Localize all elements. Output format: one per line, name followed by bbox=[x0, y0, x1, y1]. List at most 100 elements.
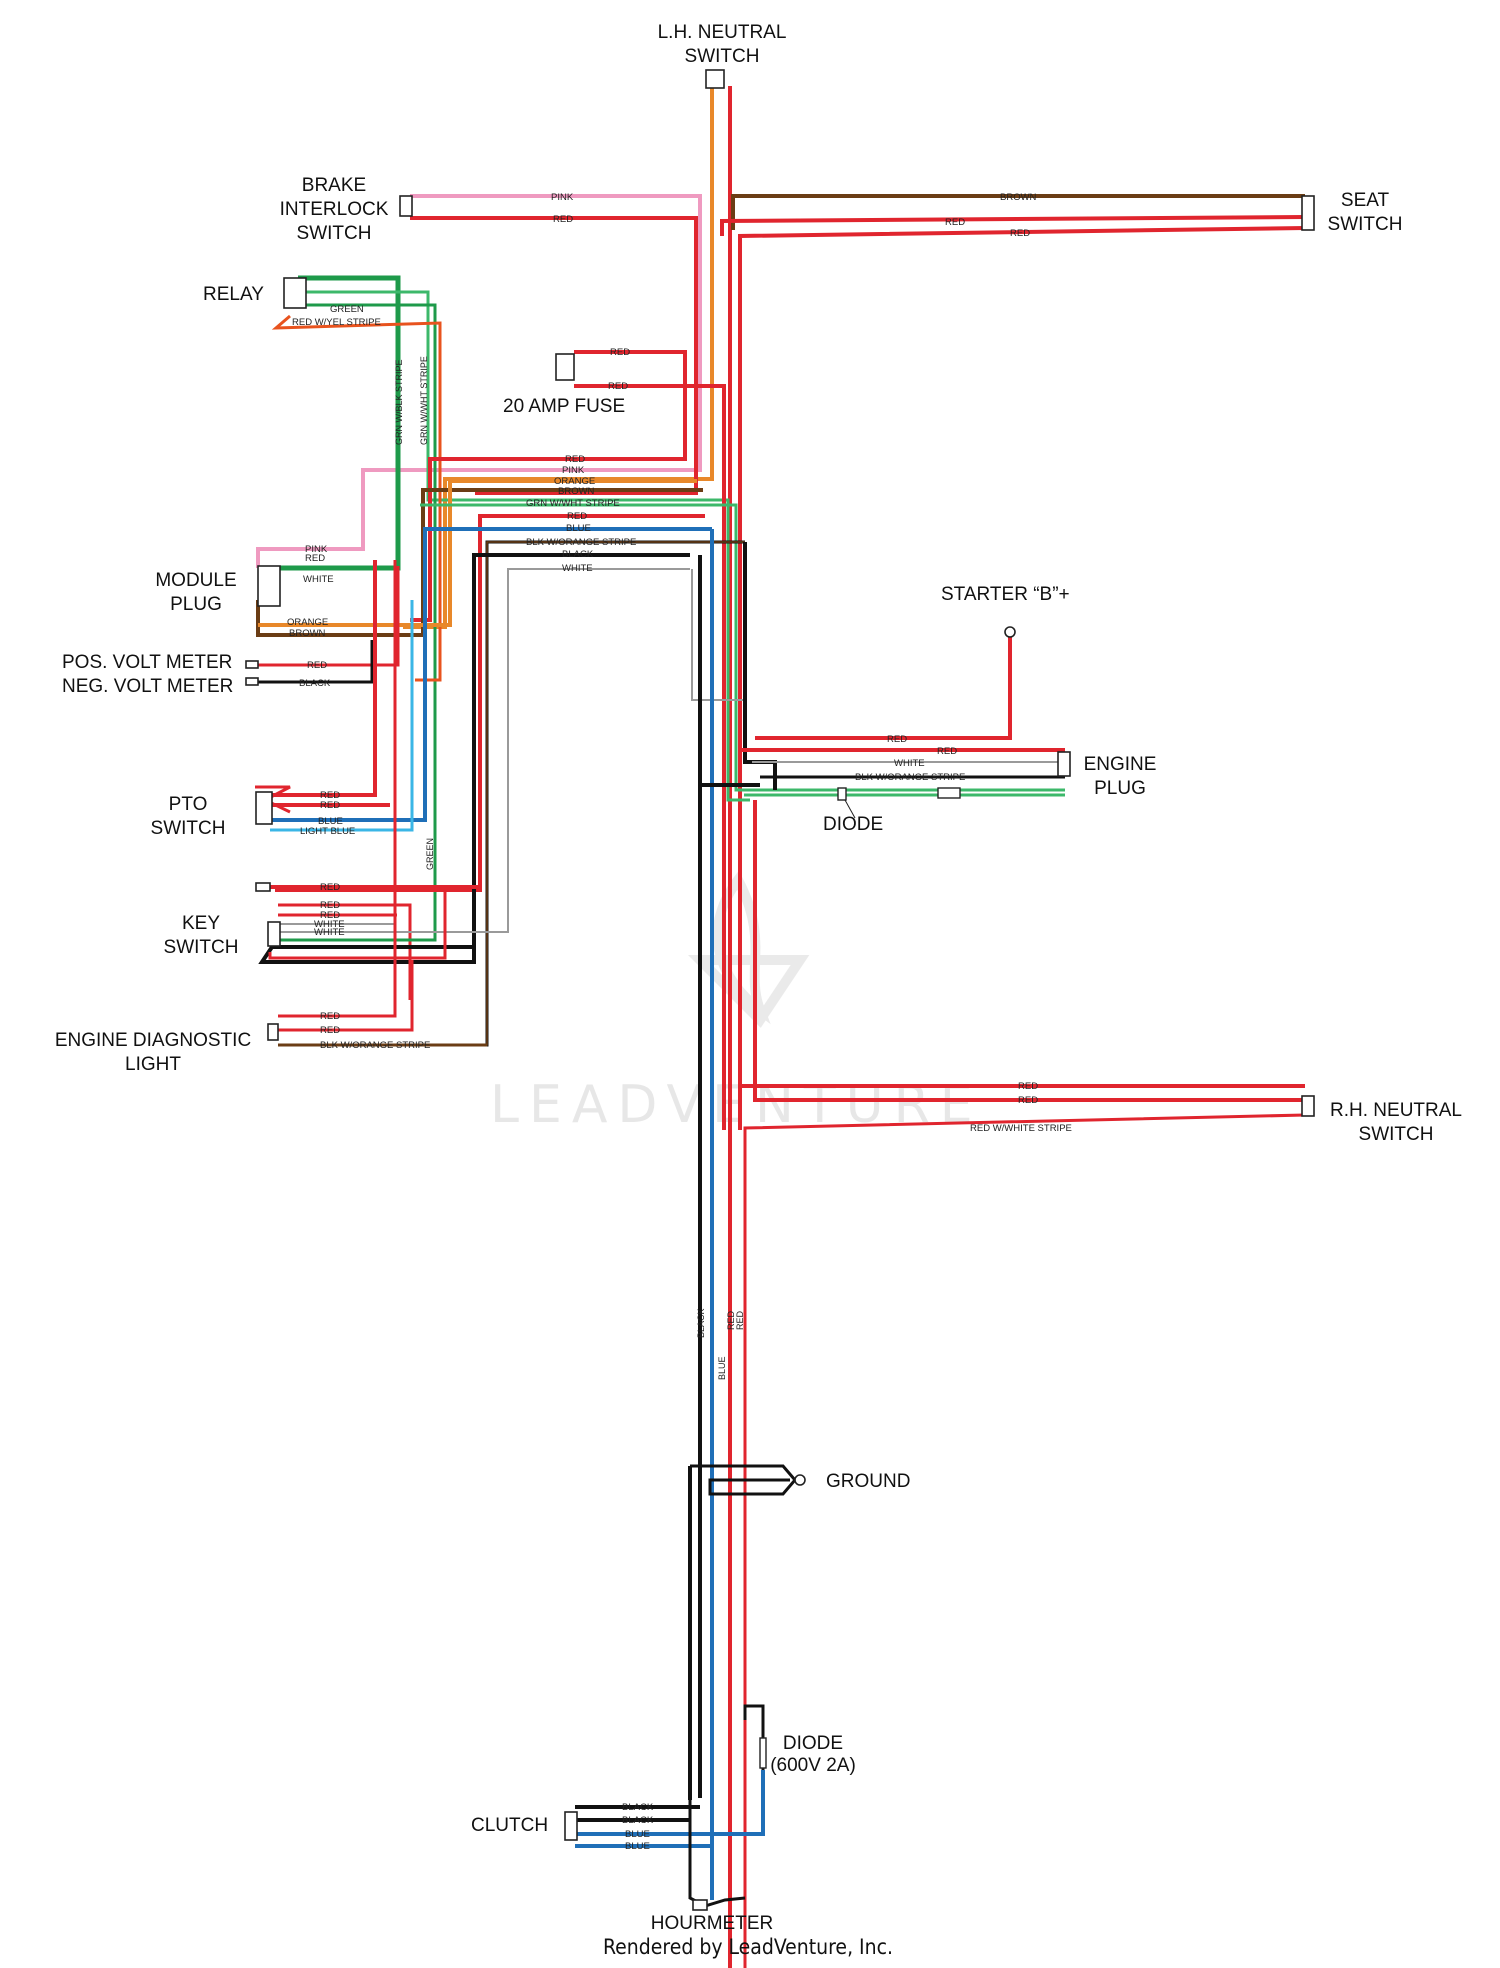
hourmeter-connector bbox=[692, 1899, 708, 1911]
label-pos-volt-red: RED bbox=[307, 660, 327, 671]
wire-hourmeter-loop bbox=[688, 1800, 746, 1908]
component-labels: L.H. NEUTRAL SWITCH BRAKE INTERLOCK SWIT… bbox=[55, 22, 1462, 1934]
label-trunk-red-2: RED bbox=[735, 1310, 745, 1330]
relay-label: RELAY bbox=[203, 284, 264, 305]
label-engine-red: RED bbox=[937, 746, 957, 757]
wire-blue-harness bbox=[275, 527, 712, 822]
clutch-label: CLUTCH bbox=[471, 1815, 548, 1836]
wire-engine-red-starter bbox=[755, 637, 1012, 740]
fuse-connector bbox=[555, 353, 575, 381]
wire-relay-grn-wht bbox=[298, 290, 750, 802]
seat-switch-label-1: SEAT bbox=[1341, 190, 1390, 211]
key-switch-label-2: SWITCH bbox=[164, 937, 239, 958]
neg-volt-meter-label: NEG. VOLT METER bbox=[62, 676, 233, 697]
label-engine-white: WHITE bbox=[894, 758, 925, 769]
lh-neutral-switch-connector bbox=[705, 69, 725, 89]
fuse-label: 20 AMP FUSE bbox=[503, 396, 625, 417]
brake-interlock-connector bbox=[399, 195, 413, 217]
label-clutch-black-1: BLACK bbox=[622, 1802, 654, 1813]
module-plug-label-1: MODULE bbox=[155, 570, 236, 591]
label-clutch-blue-1: BLUE bbox=[625, 1829, 650, 1840]
label-harness-red: RED bbox=[565, 454, 585, 465]
brake-interlock-label-3: SWITCH bbox=[297, 223, 372, 244]
label-harness-black: BLACK bbox=[562, 549, 594, 560]
wire-clutch-blue-1 bbox=[575, 1770, 765, 1836]
label-module-brown: BROWN bbox=[289, 628, 326, 639]
label-harness-blue: BLUE bbox=[566, 523, 591, 534]
wire-red-harness bbox=[275, 514, 705, 892]
pto-switch-label-1: PTO bbox=[169, 794, 208, 815]
label-brake-red: RED bbox=[553, 214, 573, 225]
module-plug-connector bbox=[257, 565, 281, 607]
relay-connector bbox=[283, 277, 307, 309]
pto-switch-label-2: SWITCH bbox=[151, 818, 226, 839]
seat-switch-label-2: SWITCH bbox=[1328, 214, 1403, 235]
diag-light-label-1: ENGINE DIAGNOSTIC bbox=[55, 1030, 251, 1051]
label-brake-pink: PINK bbox=[551, 192, 574, 203]
label-trunk-black: BLACK bbox=[696, 1308, 706, 1338]
clutch-diode-icon bbox=[759, 1737, 767, 1769]
watermark: LEADVENTURE bbox=[490, 870, 973, 1135]
label-fuse-red-1: RED bbox=[610, 347, 630, 358]
lh-neutral-switch-label-2: SWITCH bbox=[685, 46, 760, 67]
wire-pto-light-blue bbox=[270, 600, 414, 832]
wire-black-harness bbox=[275, 553, 690, 964]
wire-seat-brown bbox=[731, 194, 1305, 230]
wire-fuse-red-2 bbox=[574, 384, 726, 1130]
label-harness-blk-orange: BLK W/ORANGE STRIPE bbox=[526, 537, 636, 548]
wire-key-red-bottom bbox=[268, 890, 447, 960]
wire-pto-red-loop bbox=[255, 785, 291, 814]
pto-switch-connector bbox=[255, 791, 273, 825]
label-green-vertical: GREEN bbox=[425, 838, 435, 870]
label-pto-light-blue: LIGHT BLUE bbox=[300, 826, 355, 837]
wire-grn-wht-harness bbox=[420, 503, 1065, 792]
key-switch-connector bbox=[267, 921, 281, 947]
wire-diag-red-1 bbox=[278, 560, 397, 1018]
label-diag-blk-orange: BLK W/ORANGE STRIPE bbox=[320, 1040, 430, 1051]
wire-key-black bbox=[258, 945, 472, 964]
connectors bbox=[245, 69, 1315, 1911]
key-switch-single-terminal bbox=[255, 882, 271, 892]
label-harness-white: WHITE bbox=[562, 563, 593, 574]
wire-pos-volt-red bbox=[258, 566, 400, 667]
label-harness-grn-wht: GRN W/WHT STRIPE bbox=[526, 498, 620, 509]
pos-volt-meter-terminal bbox=[245, 660, 259, 669]
label-engine-red-starter: RED bbox=[887, 734, 907, 745]
label-clutch-blue-2: BLUE bbox=[625, 1841, 650, 1852]
wire-seat-red-2 bbox=[738, 226, 1306, 1130]
wire-relay-red-yel bbox=[271, 314, 442, 682]
wire-pto-red-1 bbox=[270, 560, 377, 797]
wire-rh-red-white bbox=[743, 1113, 1306, 1968]
brake-interlock-label-2: INTERLOCK bbox=[280, 199, 389, 220]
label-module-pink: PINK bbox=[305, 544, 328, 555]
diag-light-label-2: LIGHT bbox=[125, 1054, 181, 1075]
credit-text: Rendered by LeadVenture, Inc. bbox=[603, 1935, 893, 1959]
label-diag-red-2: RED bbox=[320, 1025, 340, 1036]
engine-diode-label: DIODE bbox=[823, 814, 883, 835]
label-key-red-2: RED bbox=[320, 910, 340, 921]
wire-brake-pink bbox=[256, 194, 702, 568]
wire-labels: PINK RED BROWN RED RED GREEN RED W/YEL S… bbox=[287, 192, 1072, 1852]
label-rh-red-1: RED bbox=[1018, 1081, 1038, 1092]
wire-trunk-black bbox=[743, 542, 777, 790]
ground-terminal-icon bbox=[794, 1474, 806, 1486]
label-neg-volt-black: BLACK bbox=[299, 678, 331, 689]
seat-switch-connector bbox=[1301, 195, 1315, 231]
label-key-red-1: RED bbox=[320, 900, 340, 911]
starter-label: STARTER “B”+ bbox=[941, 584, 1070, 605]
lh-neutral-switch-label-1: L.H. NEUTRAL bbox=[658, 22, 787, 43]
diag-light-connector bbox=[267, 1023, 279, 1041]
wire-ground-black-2 bbox=[690, 1464, 797, 1496]
rh-neutral-label-1: R.H. NEUTRAL bbox=[1330, 1100, 1462, 1121]
wire-neg-volt-black bbox=[258, 640, 374, 684]
label-engine-blk-orange: BLK W/ORANGE STRIPE bbox=[855, 772, 965, 783]
label-grn-blk-vertical: GRN W/BLK STRIPE bbox=[394, 359, 404, 445]
label-harness-red-2: RED bbox=[567, 511, 587, 522]
clutch-diode-label-2: (600V 2A) bbox=[770, 1755, 856, 1776]
wire-seat-red-1 bbox=[720, 215, 1306, 236]
clutch-diode-label-1: DIODE bbox=[783, 1733, 843, 1754]
engine-diode-icon bbox=[837, 787, 847, 801]
key-switch-label-1: KEY bbox=[182, 913, 220, 934]
label-key-white-1: WHITE bbox=[314, 919, 345, 930]
